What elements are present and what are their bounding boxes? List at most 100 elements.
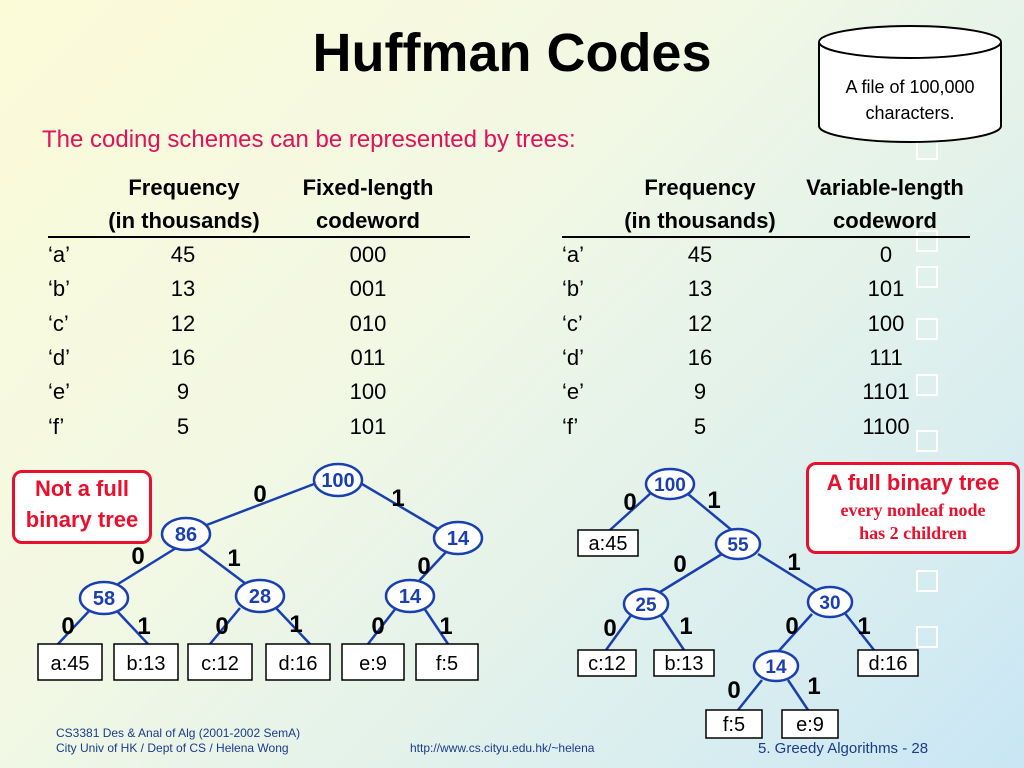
- table-cell-code: 0: [879, 242, 893, 267]
- fixed-node-86: 86: [175, 524, 197, 546]
- var-node-100: 100: [654, 475, 686, 496]
- table-cell-code: 000: [349, 242, 387, 267]
- table-cell-code: 010: [349, 310, 387, 336]
- fixed-node-58: 58: [93, 588, 115, 610]
- fixed-leaf-f: f:5: [436, 653, 458, 675]
- fixed-leaf-b: b:13: [127, 653, 166, 675]
- full-binary-callout: A full binary tree every nonleaf node ha…: [806, 462, 1020, 554]
- var-edge-label: 1: [787, 549, 800, 576]
- fixed-node-28: 28: [249, 586, 271, 608]
- fixed-node-100: 100: [321, 470, 354, 492]
- table-cell-freq: 9: [693, 379, 707, 405]
- fixed-header-rule: [48, 236, 470, 238]
- table-cell-code: 1100: [862, 413, 910, 439]
- table-cell-freq: 45: [687, 242, 713, 267]
- table-cell-freq: 12: [170, 310, 196, 336]
- var-leaf-d: d:16: [869, 653, 908, 675]
- table-cell-char: ‘b’: [562, 276, 585, 302]
- table-cell-freq: 16: [170, 344, 196, 370]
- var-edge-label: 0: [673, 551, 686, 578]
- var-header-rule: [562, 236, 970, 238]
- fixed-leaf-c: c:12: [201, 653, 239, 675]
- fixed-edge-label: 0: [253, 481, 266, 508]
- file-note-line2: characters.: [865, 103, 955, 123]
- footer-url[interactable]: http://www.cs.cityu.edu.hk/~helena: [410, 741, 595, 755]
- fixed-edge-label: 0: [417, 553, 430, 580]
- file-cylinder-icon: [818, 25, 1002, 143]
- table-cell-char: ‘d’: [48, 344, 71, 370]
- file-note-line1: A file of 100,000: [845, 77, 975, 97]
- table-cell-code: 011: [350, 344, 386, 370]
- var-leaf-e: e:9: [796, 714, 824, 736]
- table-cell-freq: 5: [176, 413, 190, 439]
- var-node-55: 55: [727, 535, 749, 556]
- table-cell-freq: 9: [176, 379, 190, 405]
- not-full-binary-callout: Not a full binary tree: [12, 470, 152, 544]
- table-cell-freq: 13: [687, 276, 713, 302]
- fixed-edge-label: 1: [137, 613, 150, 640]
- footer-page-number: 5. Greedy Algorithms - 28: [758, 740, 929, 757]
- table-cell-freq: 45: [170, 242, 196, 267]
- var-edge-label: 0: [603, 615, 616, 642]
- var-leaf-c: c:12: [588, 653, 626, 675]
- fixed-node-14b: 14: [399, 586, 422, 608]
- var-leaf-f: f:5: [723, 714, 745, 736]
- var-leaf-b: b:13: [665, 653, 704, 675]
- var-node-14: 14: [765, 657, 787, 678]
- slide-subtitle: The coding schemes can be represented by…: [42, 126, 576, 153]
- table-cell-freq: 13: [170, 276, 196, 302]
- fixed-leaf-d: d:16: [279, 653, 318, 675]
- var-edge-label: 1: [679, 613, 692, 640]
- fixed-freq-header: Frequency (in thousands): [108, 175, 260, 233]
- file-note: A file of 100,000 characters.: [815, 74, 1005, 126]
- var-code-header: Variable-length codeword: [806, 175, 964, 233]
- fixed-node-14: 14: [447, 528, 470, 550]
- table-cell-code: 100: [867, 310, 905, 336]
- fixed-edge-label: 1: [391, 485, 404, 512]
- table-cell-char: ‘f’: [562, 413, 579, 439]
- variable-length-table: Frequency (in thousands) Variable-length…: [562, 175, 970, 439]
- var-edge-label: 0: [623, 489, 636, 516]
- table-cell-code: 111: [869, 344, 903, 370]
- var-node-25: 25: [635, 595, 657, 616]
- var-edge-label: 1: [807, 673, 820, 700]
- table-cell-freq: 5: [693, 413, 707, 439]
- variable-length-tree: 100 55 25 30 14 a:45 c:12 b:13 d:16 f:5 …: [577, 467, 919, 739]
- footer-course: CS3381 Des & Anal of Alg (2001-2002 SemA…: [56, 726, 301, 740]
- var-freq-header: Frequency (in thousands): [624, 175, 776, 233]
- fixed-length-table: Frequency (in thousands) Fixed-length co…: [0, 0, 520, 440]
- fixed-leaf-a: a:45: [51, 653, 90, 675]
- fixed-edge-label: 0: [215, 613, 228, 640]
- table-cell-char: ‘f’: [48, 413, 65, 439]
- fixed-length-tree: 100 86 14 58 28 14 a:45 b:13 c:12 d:16 e…: [37, 462, 484, 681]
- var-leaf-a: a:45: [589, 533, 628, 555]
- table-cell-code: 1101: [862, 379, 910, 405]
- footer-dept: City Univ of HK / Dept of CS / Helena Wo…: [56, 741, 289, 755]
- table-cell-char: ‘b’: [48, 276, 71, 302]
- fixed-edge-label: 1: [289, 611, 302, 638]
- fixed-leaf-e: e:9: [359, 653, 387, 675]
- table-cell-code: 001: [349, 276, 387, 302]
- table-cell-char: ‘a’: [48, 242, 71, 267]
- table-cell-code: 100: [349, 379, 387, 405]
- fixed-edge-label: 1: [227, 545, 240, 572]
- fixed-edge-label: 0: [371, 613, 384, 640]
- table-cell-char: ‘c’: [48, 310, 69, 336]
- var-edge-label: 0: [727, 677, 740, 704]
- table-cell-char: ‘d’: [562, 344, 585, 370]
- slide-title: Huffman Codes: [312, 23, 712, 83]
- fixed-code-header: Fixed-length codeword: [302, 175, 434, 233]
- table-cell-code: 101: [349, 413, 387, 439]
- var-edge-label: 1: [857, 613, 870, 640]
- var-edge-label: 1: [707, 487, 720, 514]
- table-cell-char: ‘e’: [562, 379, 585, 405]
- var-edge-label: 0: [785, 613, 798, 640]
- table-cell-freq: 12: [687, 310, 713, 336]
- table-cell-char: ‘e’: [48, 379, 71, 405]
- fixed-edge-label: 0: [61, 613, 74, 640]
- table-cell-freq: 16: [687, 344, 713, 370]
- var-node-30: 30: [819, 593, 840, 614]
- table-cell-char: ‘a’: [562, 242, 585, 267]
- fixed-edge-label: 1: [439, 613, 452, 640]
- table-cell-char: ‘c’: [562, 310, 583, 336]
